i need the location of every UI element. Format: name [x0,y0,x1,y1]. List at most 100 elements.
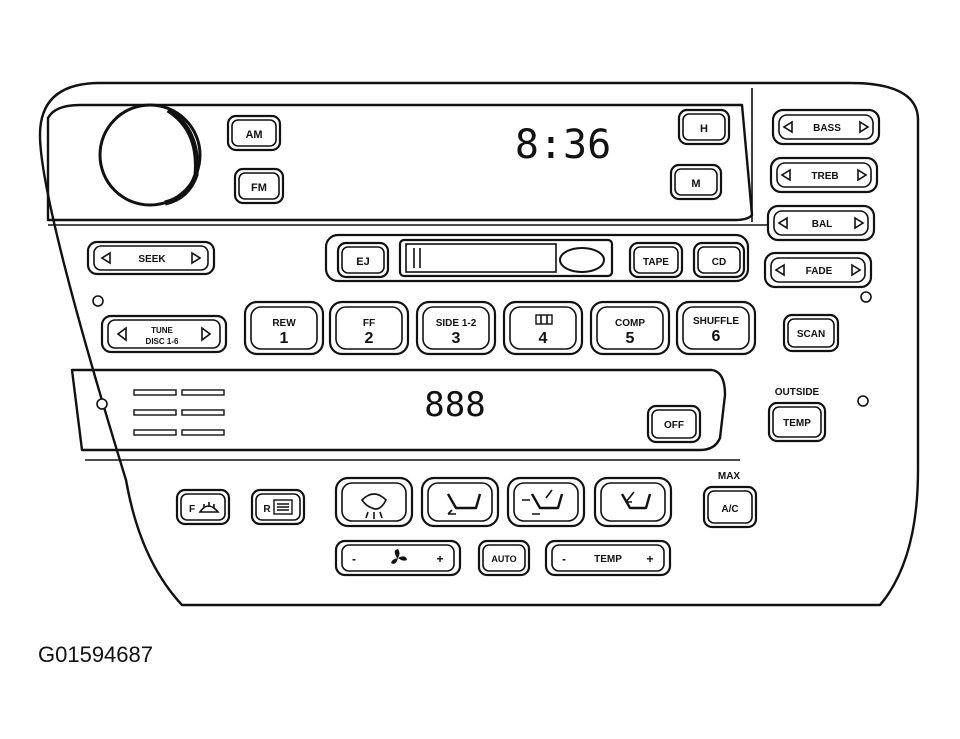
bass-label: BASS [813,123,841,134]
outside-temp-label: TEMP [783,418,811,429]
balance-rocker[interactable]: BAL [766,204,876,242]
preset-2-function: FF [363,318,375,329]
treble-label: TREB [811,171,838,182]
eject-label: EJ [356,256,369,268]
airflow-panel-button[interactable] [593,476,673,528]
ac-label: A/C [721,504,738,515]
preset-button-4[interactable]: 4 [502,300,584,356]
seek-label: SEEK [138,254,166,265]
disc-range-label: DISC 1-6 [146,337,179,346]
balance-label: BAL [812,219,833,230]
disc-indicator [559,247,605,273]
auto-button[interactable]: AUTO [477,539,531,577]
rear-defrost-button[interactable]: R [250,488,306,526]
fan-speed-rocker[interactable]: - + [334,539,462,577]
preset-4-number: 4 [539,330,548,347]
outer-bezel [38,81,920,607]
fan-plus-label: + [436,552,443,566]
fm-label: FM [251,182,267,194]
temp-rocker[interactable]: - TEMP + [544,539,672,577]
ac-button[interactable]: A/C [702,485,758,529]
rear-defrost-icon-lines [277,503,289,511]
floor-vent-icon [446,493,482,510]
preset-3-number: 3 [452,330,461,347]
rear-label: R [263,504,271,515]
cassette-tab [413,248,421,268]
treble-rocker[interactable]: TREB [769,156,879,194]
front-defrost-button[interactable]: F [175,488,231,526]
tape-label: TAPE [643,257,669,268]
max-label: MAX [718,471,741,482]
preset-6-function: SHUFFLE [693,316,739,327]
tune-disc-rocker[interactable]: TUNE DISC 1-6 [100,314,228,354]
cassette-slot [398,238,614,278]
preset-button-5[interactable]: COMP 5 [589,300,671,356]
cd-label: CD [712,257,726,268]
front-label: F [189,504,195,515]
preset-1-function: REW [272,318,296,329]
preset-5-function: COMP [615,318,645,329]
preset-2-number: 2 [365,330,374,347]
defrost-mode-icon [360,493,387,519]
tune-label: TUNE [151,326,173,335]
auto-label: AUTO [491,554,516,564]
temp-minus-label: - [562,552,566,566]
climate-display: 888 [424,385,485,425]
outside-label: OUTSIDE [775,387,820,398]
figure-id-caption: G01594687 [38,642,153,667]
fan-level-bars [133,389,225,436]
hour-label: H [700,123,708,135]
indicator-dot-left-lower [96,398,108,410]
bass-rocker[interactable]: BASS [771,108,881,146]
airflow-floor-button[interactable] [420,476,500,528]
clock-display: 8:36 [515,122,611,168]
tape-group-frame [324,233,750,283]
preset-button-6[interactable]: SHUFFLE 6 [675,300,757,356]
windshield-defrost-icon [198,502,220,513]
indicator-dot-left-upper [92,295,104,307]
preset-6-number: 6 [712,328,721,345]
seek-rocker[interactable]: SEEK [86,240,216,276]
indicator-dot-right-upper [860,291,872,303]
floor-vent-arrow [447,509,456,515]
temp-rocker-label: TEMP [594,554,622,565]
preset-button-1[interactable]: REW 1 [243,300,325,356]
airflow-defrost-floor-button[interactable] [334,476,414,528]
volume-knob[interactable] [98,103,202,207]
climate-display-band [70,368,727,452]
fan-minus-label: - [352,552,356,566]
scan-label: SCAN [797,329,825,340]
bilevel-vent-icon [530,493,564,510]
cassette-door [405,243,557,273]
airflow-bilevel-button[interactable] [506,476,586,528]
temp-plus-label: + [646,552,653,566]
knob-shading [164,107,199,206]
panel-vent-arrow [625,491,635,503]
minute-label: M [691,178,700,190]
climate-off-button[interactable]: OFF [646,404,702,444]
indicator-dot-right-lower [857,395,869,407]
preset-button-2[interactable]: FF 2 [328,300,410,356]
fm-button[interactable]: FM [233,167,285,205]
preset-1-number: 1 [280,330,289,347]
off-label: OFF [664,420,684,431]
dolby-icon [535,314,553,325]
hour-button[interactable]: H [677,108,731,146]
am-button[interactable]: AM [226,114,282,152]
fan-icon [391,549,407,564]
tape-button[interactable]: TAPE [628,241,684,279]
cd-button[interactable]: CD [692,241,746,279]
fade-rocker[interactable]: FADE [763,251,873,289]
am-label: AM [245,129,262,141]
eject-button[interactable]: EJ [336,241,390,279]
preset-button-3[interactable]: SIDE 1-2 3 [415,300,497,356]
outside-temp-button[interactable]: TEMP [767,401,827,443]
dolby-icon-detail [540,315,548,324]
preset-3-function: SIDE 1-2 [436,318,477,329]
bilevel-vent-arrows [522,489,553,515]
minute-button[interactable]: M [669,163,723,201]
scan-button[interactable]: SCAN [782,313,840,353]
fade-label: FADE [806,266,833,277]
preset-5-number: 5 [626,330,635,347]
